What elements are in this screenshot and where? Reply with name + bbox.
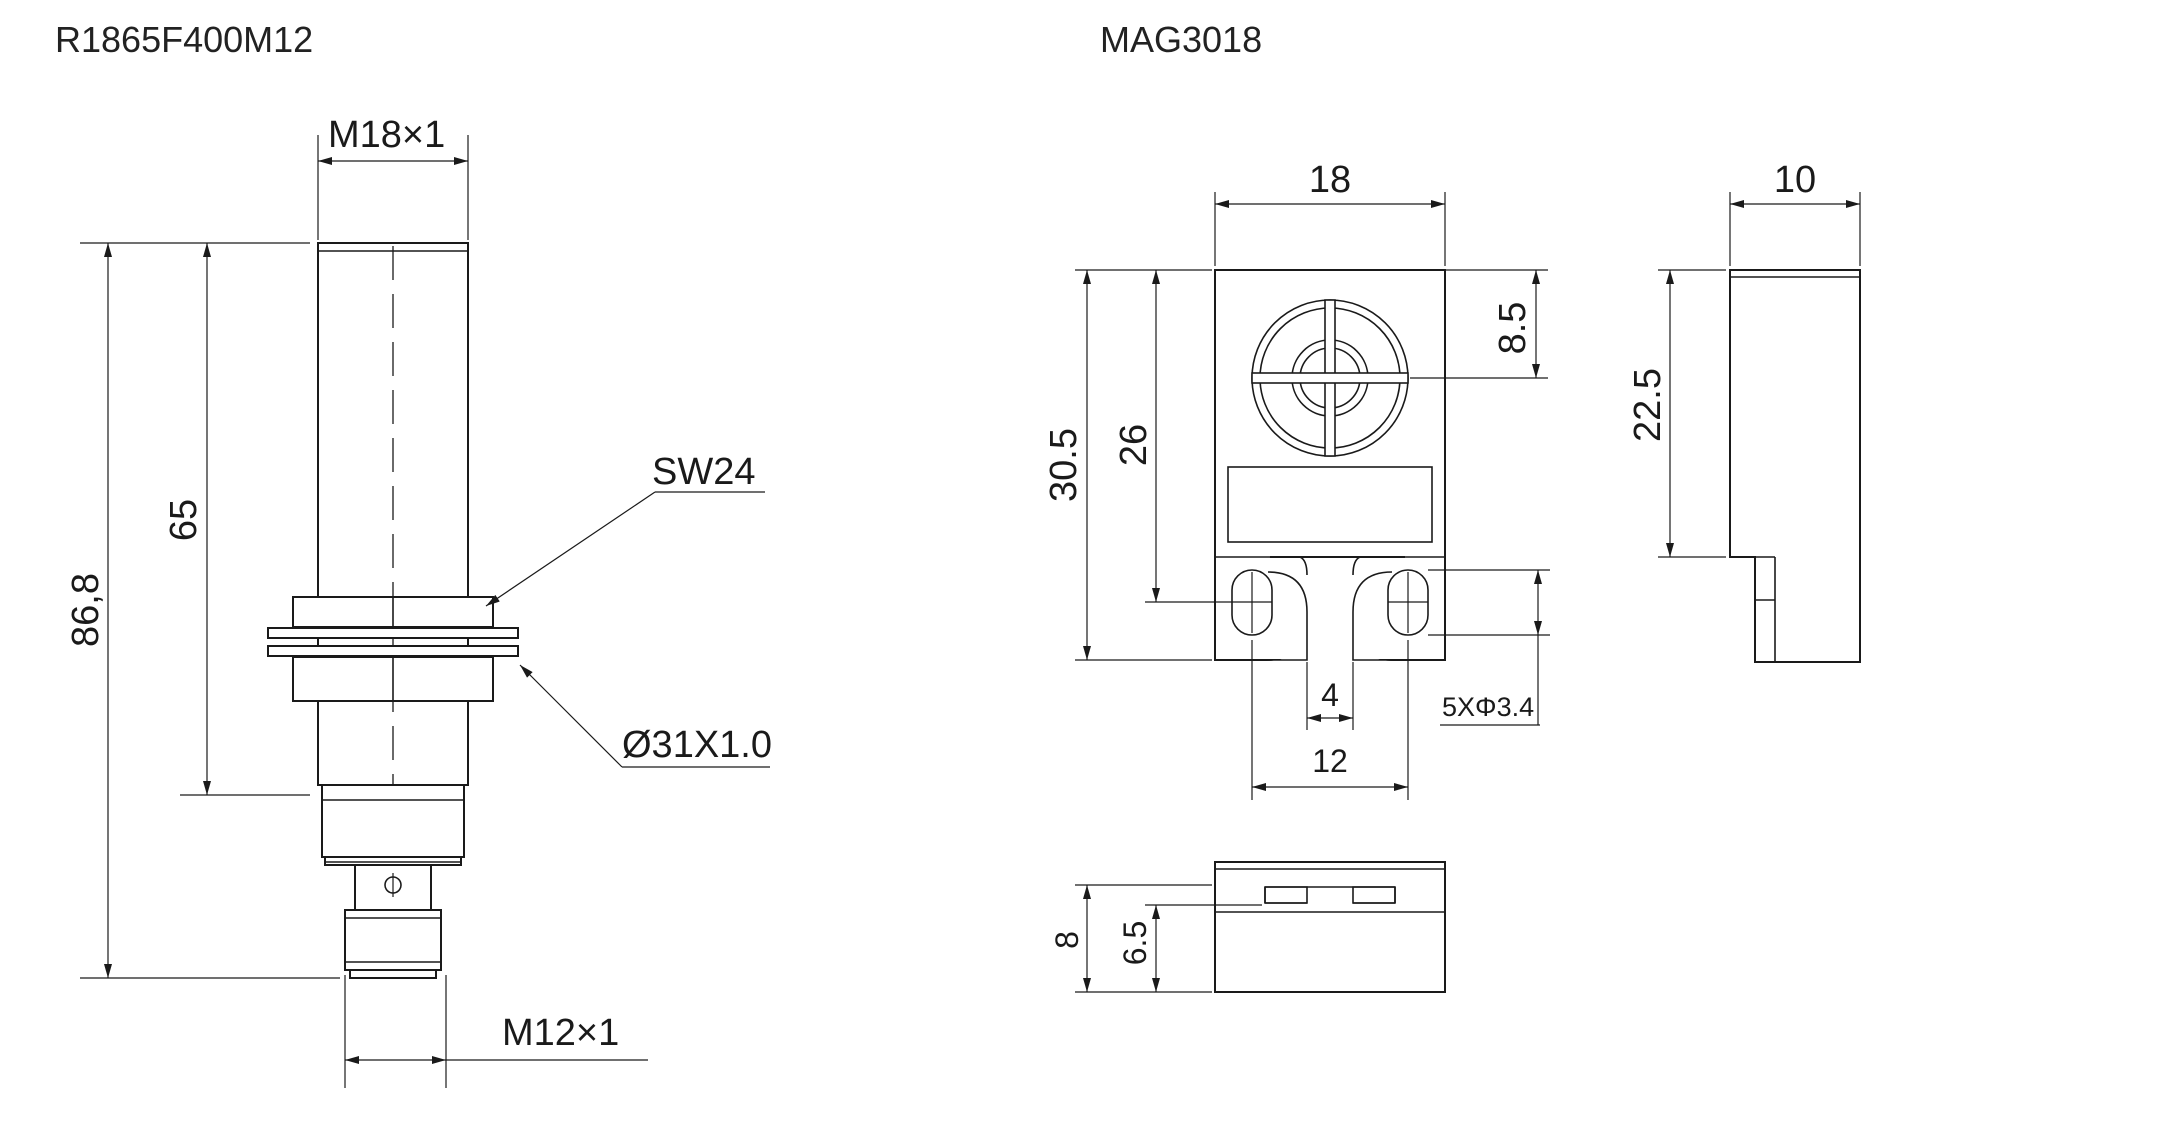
dim-hole-pitch: 12: [1312, 743, 1348, 779]
cylindrical-sensor-drawing: [267, 242, 519, 979]
mag-side-outline: [1729, 269, 1861, 663]
label-holes: 5XΦ3.4: [1442, 692, 1534, 722]
dim-slot-gap: 4: [1321, 677, 1339, 713]
dim-connector-thread: M12×1: [502, 1012, 619, 1054]
cylindrical-sensor-dimensions: M18×1 86,8 65 SW24 Ø31X1.0 M12×1: [65, 114, 772, 1088]
dim-bottom-total: 8: [1049, 931, 1085, 949]
connector-thread: [344, 909, 442, 971]
label-wrench: SW24: [652, 451, 755, 493]
mag-front-dimensions: 18 30.5 26 8.5 5XΦ3.4 4 12: [1043, 159, 1550, 800]
dim-depth: 10: [1774, 159, 1816, 201]
mag-bottom-outline: [1214, 861, 1446, 993]
dim-body-length: 65: [163, 499, 205, 541]
dim-thread-top: M18×1: [328, 114, 445, 156]
mag-front-view: [1214, 269, 1446, 661]
mag-side-dimensions: 10 22.5: [1627, 159, 1861, 558]
mag-side-view: [1729, 269, 1861, 663]
dim-total-length: 86,8: [65, 573, 107, 647]
dim-height-total: 30.5: [1043, 428, 1085, 502]
connector-collar: [321, 784, 465, 858]
label-window: [1227, 466, 1433, 543]
mag-bottom-view: [1214, 861, 1446, 993]
title-left-model: R1865F400M12: [55, 19, 313, 60]
dim-width: 18: [1309, 159, 1351, 201]
connector-ring: [324, 856, 462, 866]
title-right-model: MAG3018: [1100, 19, 1262, 60]
leader-washer: [519, 664, 623, 768]
leader-wrench: [485, 491, 656, 607]
label-washer: Ø31X1.0: [622, 724, 772, 766]
washer: [267, 627, 519, 639]
mag-bottom-dimensions: 8 6.5: [1049, 884, 1262, 993]
dim-center-offset: 8.5: [1492, 302, 1534, 355]
connector-tip: [349, 969, 437, 979]
dim-bottom-inner: 6.5: [1117, 921, 1153, 965]
dim-side-height: 22.5: [1627, 368, 1669, 442]
dim-height-body: 26: [1113, 424, 1155, 466]
washer-lower: [267, 645, 519, 657]
